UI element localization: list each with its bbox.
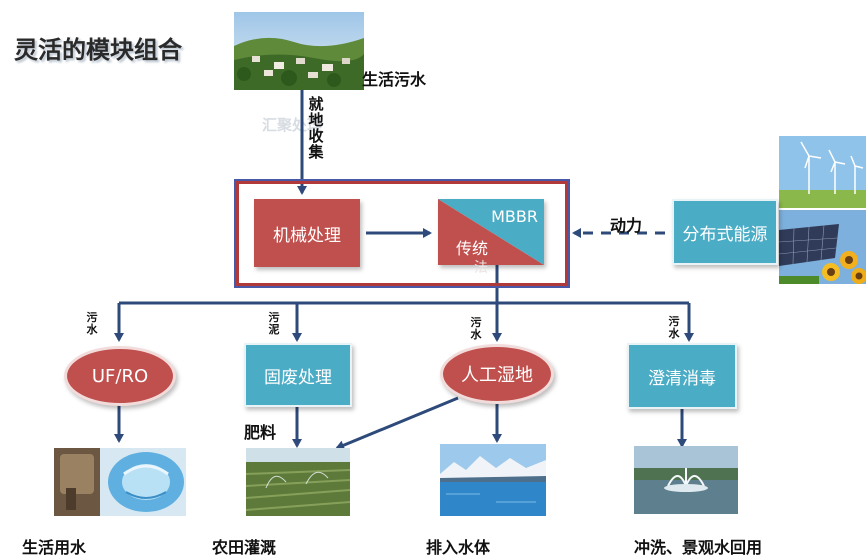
village-photo [234, 12, 364, 90]
solid-waste-box: 固废处理 [244, 343, 352, 407]
drinking-water-photo [54, 448, 186, 516]
collect-overlay-text: 汇聚处理 [262, 116, 323, 134]
traditional-overflow-label: 法 [474, 260, 488, 276]
branch-label-sewage-1: 污水 [86, 311, 98, 336]
uf-ro-label: UF/RO [91, 365, 149, 387]
mechanical-treatment-box: 机械处理 [254, 199, 360, 267]
farmland-photo [246, 448, 350, 516]
source-label: 生活污水 [362, 70, 427, 89]
processing-frame [236, 181, 568, 286]
clarify-disinfect-box: 澄清消毒 [627, 343, 737, 409]
page-title: 灵活的模块组合 [14, 36, 182, 64]
branch-label-sewage-3: 污水 [668, 315, 680, 340]
distributed-energy-label: 分布式能源 [682, 224, 768, 245]
solid-waste-label: 固废处理 [264, 367, 332, 388]
wetland-node: 人工湿地 [440, 344, 554, 404]
wind-turbine-photo [779, 136, 866, 208]
uf-ro-node: UF/RO [64, 346, 176, 406]
mechanical-treatment-label: 机械处理 [273, 225, 341, 246]
clarify-disinfect-label: 澄清消毒 [648, 368, 716, 389]
fertilizer-label: 肥料 [244, 423, 277, 442]
mbbr-box: MBBR 传统 法 [438, 199, 544, 276]
output-label-reuse: 冲洗、景观水回用 [634, 538, 763, 557]
solar-panel-photo [779, 210, 866, 284]
output-label-irrigation: 农田灌溉 [212, 538, 277, 557]
wetland-label: 人工湿地 [461, 365, 533, 386]
water-body-photo [440, 444, 546, 516]
branch-label-sludge: 污泥 [268, 311, 280, 336]
output-label-discharge: 排入水体 [426, 538, 491, 557]
fountain-photo [634, 446, 738, 514]
branch-label-sewage-2: 污水 [470, 316, 482, 341]
power-label: 动力 [610, 216, 643, 235]
traditional-label: 传统 [456, 239, 489, 258]
distributed-energy-box: 分布式能源 [672, 199, 778, 265]
mbbr-label: MBBR [491, 207, 538, 226]
collect-label: 就地收集 [308, 95, 324, 161]
output-label-domestic: 生活用水 [22, 538, 87, 557]
